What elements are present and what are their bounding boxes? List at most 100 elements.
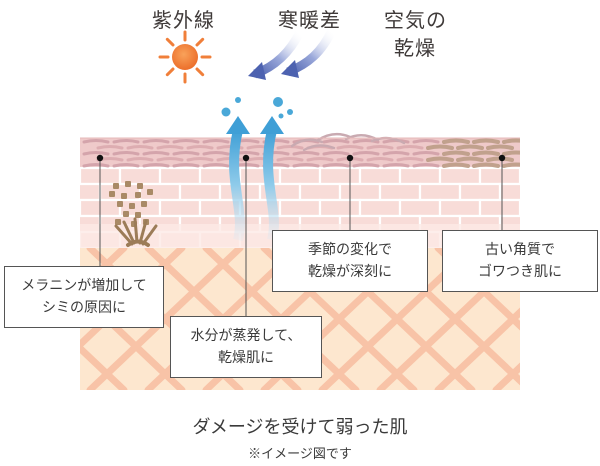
dry-air-label-line1: 空気の bbox=[384, 8, 447, 32]
keratin-streak bbox=[322, 139, 350, 144]
skin-cell bbox=[438, 166, 482, 186]
callout-melanin-line2: シミの原因に bbox=[42, 300, 126, 316]
keratin-streak bbox=[366, 145, 394, 150]
keratin-streak bbox=[382, 151, 410, 156]
keratin-streak bbox=[126, 145, 154, 150]
keratin-streak bbox=[456, 144, 484, 150]
keratin-streak bbox=[472, 150, 500, 156]
keratin-streak bbox=[156, 157, 184, 162]
keratin-streak bbox=[412, 139, 440, 144]
melanin-granule bbox=[109, 191, 115, 197]
keratin-streak bbox=[352, 151, 380, 156]
keratin-streak bbox=[352, 139, 380, 144]
keratin-streak bbox=[366, 157, 394, 162]
keratin-streak bbox=[442, 138, 470, 144]
keratin-streak bbox=[396, 145, 424, 150]
melanin-granule bbox=[121, 193, 127, 199]
skin-cell bbox=[158, 166, 202, 186]
sun-icon bbox=[158, 30, 212, 84]
keratin-streak bbox=[426, 144, 454, 150]
keratin-streak bbox=[412, 163, 440, 168]
keratin-streak bbox=[96, 145, 124, 150]
callout-season-line2: 乾燥が深刻に bbox=[308, 264, 392, 280]
collagen-fiber bbox=[80, 343, 128, 390]
skin-cell bbox=[158, 198, 202, 218]
keratin-streak bbox=[502, 150, 520, 156]
skin-cell bbox=[98, 182, 142, 202]
keratin-streak bbox=[352, 163, 380, 168]
callout-keratin-line1: 古い角質で bbox=[485, 242, 555, 258]
keratin-streak bbox=[172, 139, 200, 144]
melanocyte bbox=[114, 217, 158, 247]
keratin-streak bbox=[142, 139, 170, 144]
melanin-granule bbox=[125, 181, 131, 187]
callout-melanin-line1: メラニンが増加して bbox=[21, 278, 147, 294]
keratin-streak bbox=[216, 145, 244, 150]
skin-cell bbox=[358, 198, 402, 218]
melanin-granule bbox=[137, 183, 143, 189]
keratin-streak bbox=[186, 157, 214, 162]
melanin-granule bbox=[129, 203, 135, 209]
melanin-granule bbox=[147, 189, 153, 195]
keratin-streak bbox=[442, 162, 470, 168]
collagen-fiber bbox=[86, 248, 244, 390]
diagram-caption: ダメージを受けて弱った肌 bbox=[192, 417, 408, 438]
keratin-streak bbox=[202, 139, 230, 144]
keratin-streak bbox=[276, 145, 304, 150]
callout-moisture-line1: 水分が蒸発して、 bbox=[190, 328, 302, 344]
skin-cell bbox=[458, 182, 502, 202]
skin-cell bbox=[418, 182, 462, 202]
skin-cell bbox=[318, 198, 362, 218]
sun-disc bbox=[172, 44, 198, 70]
skin-cell bbox=[398, 198, 442, 218]
wind-arrows-icon bbox=[248, 28, 337, 80]
keratin-streak bbox=[382, 163, 410, 168]
keratin-streak bbox=[412, 151, 440, 156]
keratin-streak bbox=[142, 163, 170, 168]
illustration-note: ※イメージ図です bbox=[248, 447, 352, 462]
keratin-streak bbox=[112, 139, 140, 144]
sun-ray bbox=[165, 37, 175, 47]
sun-ray bbox=[195, 67, 205, 77]
skin-cell bbox=[278, 198, 322, 218]
keratin-streak bbox=[112, 163, 140, 168]
keratin-streak bbox=[336, 145, 364, 150]
keratin-streak bbox=[186, 145, 214, 150]
skin-cell bbox=[398, 166, 442, 186]
melanin-granule bbox=[123, 211, 129, 217]
keratin-streak bbox=[202, 163, 230, 168]
callout-moisture-line2: 乾燥肌に bbox=[218, 350, 274, 366]
skin-cell bbox=[298, 182, 342, 202]
keratin-streak bbox=[172, 151, 200, 156]
callout-leaders bbox=[96, 154, 506, 316]
sun-ray bbox=[165, 67, 175, 77]
skin-cell bbox=[178, 182, 222, 202]
melanin-granule bbox=[135, 212, 141, 218]
old-keratin-flakes bbox=[290, 132, 406, 152]
skin-cell bbox=[478, 198, 520, 218]
keratin-streak bbox=[442, 150, 470, 156]
sun-ray bbox=[195, 37, 205, 47]
skin-cell bbox=[318, 166, 362, 186]
keratin-streak bbox=[82, 139, 110, 144]
keratin-streak bbox=[472, 162, 500, 168]
skin-cell bbox=[358, 166, 402, 186]
callout-season: 季節の変化で 乾燥が深刻に bbox=[272, 230, 428, 292]
keratin-streak bbox=[156, 145, 184, 150]
skin-cell bbox=[378, 182, 422, 202]
skin-cell bbox=[438, 198, 482, 218]
keratin-streak bbox=[292, 163, 320, 168]
keratin-streak bbox=[142, 151, 170, 156]
callout-moisture: 水分が蒸発して、 乾燥肌に bbox=[170, 316, 322, 378]
callout-season-line1: 季節の変化で bbox=[308, 242, 392, 258]
keratin-streak bbox=[202, 151, 230, 156]
melanin-granule bbox=[135, 192, 141, 198]
keratin-streak bbox=[126, 157, 154, 162]
melanin-granule bbox=[113, 183, 119, 189]
callout-keratin: 古い角質で ゴワつき肌に bbox=[442, 230, 598, 292]
keratin-streak bbox=[502, 162, 520, 168]
melanin-granule bbox=[141, 201, 147, 207]
skin-cell bbox=[498, 182, 520, 202]
keratin-streak bbox=[396, 157, 424, 162]
keratin-streak bbox=[322, 151, 350, 156]
